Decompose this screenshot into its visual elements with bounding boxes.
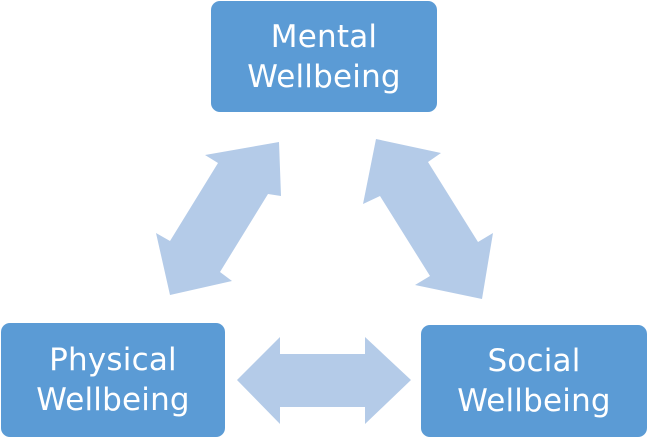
arrow-mental-social bbox=[363, 139, 493, 299]
arrow-mental-physical bbox=[156, 142, 281, 295]
node-mental-wellbeing: Mental Wellbeing bbox=[211, 1, 437, 112]
node-mental-line-1: Mental bbox=[270, 18, 378, 55]
node-physical-line-2: Wellbeing bbox=[36, 382, 190, 418]
node-social-wellbeing: Social Wellbeing bbox=[421, 325, 647, 437]
node-social-line-1: Social bbox=[487, 343, 581, 379]
node-physical-wellbeing: Physical Wellbeing bbox=[1, 323, 225, 437]
node-mental-line-2: Wellbeing bbox=[247, 58, 401, 95]
arrow-physical-social bbox=[237, 337, 411, 424]
node-social-line-2: Wellbeing bbox=[457, 383, 611, 419]
node-physical-line-1: Physical bbox=[49, 342, 177, 378]
